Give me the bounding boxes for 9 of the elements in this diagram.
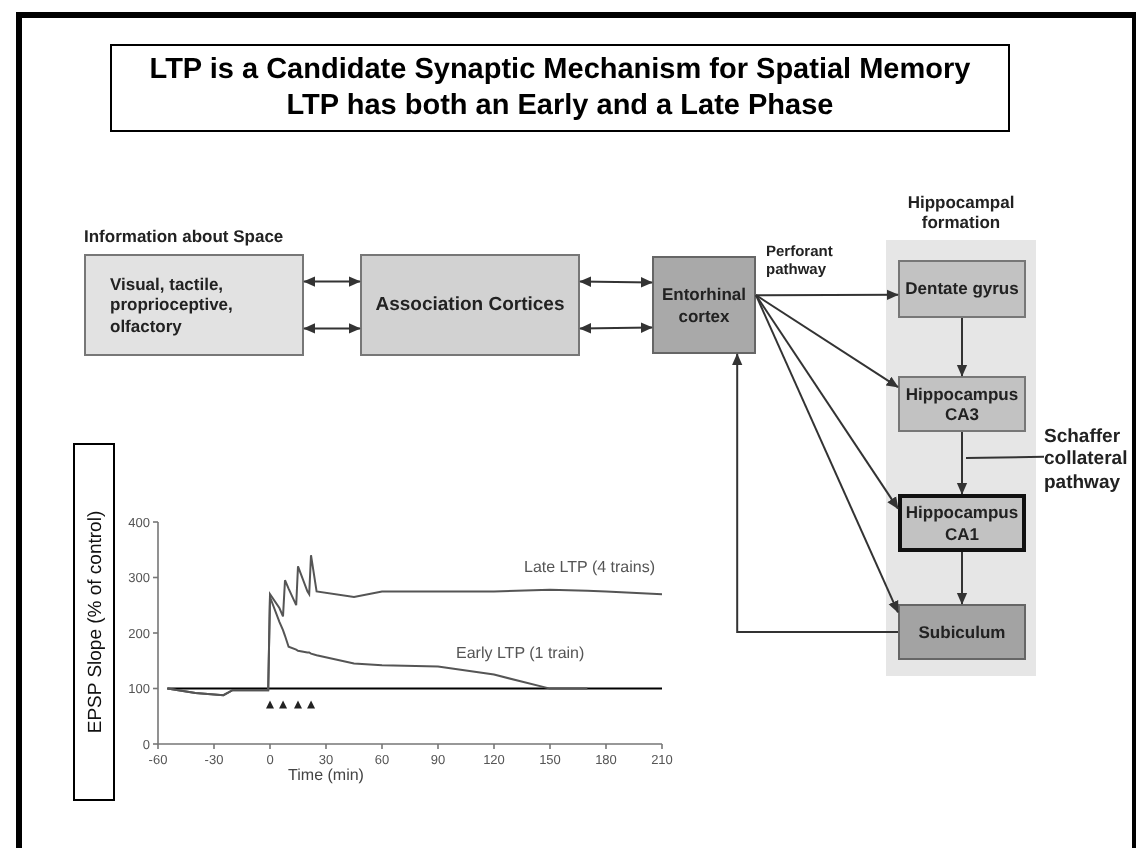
section-heading: Information about Space: [84, 226, 284, 246]
axis-title: Time (min): [288, 766, 364, 784]
title: LTP is a Candidate Synaptic Mechanism for Spatial Memory: [149, 51, 971, 88]
series-label: Late LTP (4 trains): [524, 558, 656, 576]
subtitle: LTP has both an Early and a Late Phase: [286, 88, 834, 125]
axis-title: EPSP Slope (% of control): [73, 443, 115, 801]
region-heading: Hippocampal formation: [905, 192, 1017, 233]
y-axis-title: EPSP Slope (% of control): [85, 510, 107, 734]
series-label: Early LTP (1 train): [456, 644, 585, 662]
